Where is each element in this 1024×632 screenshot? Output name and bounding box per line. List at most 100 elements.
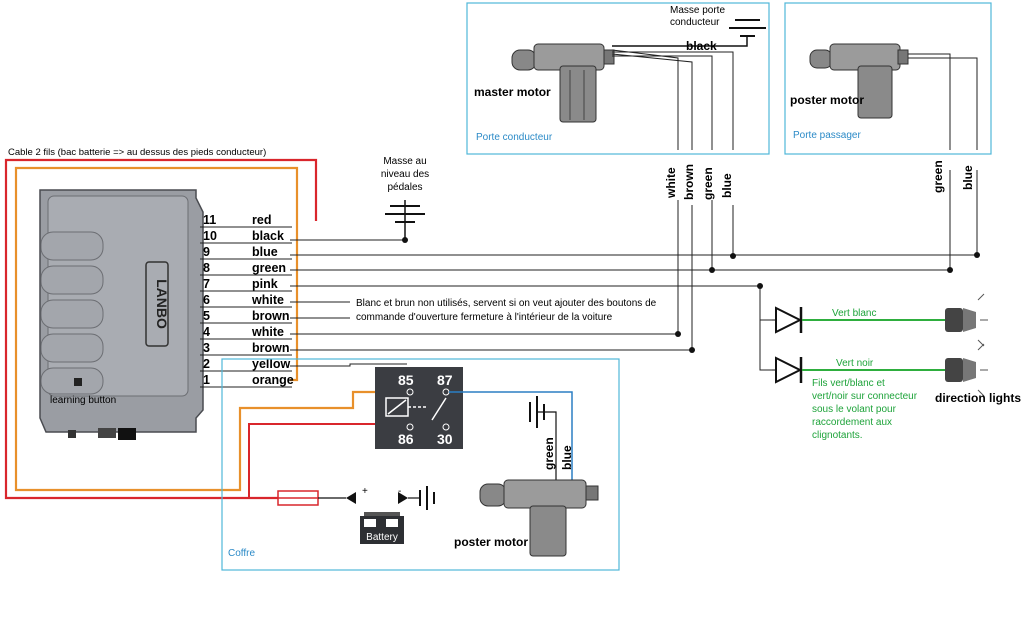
master-motor-icon — [511, 43, 615, 123]
ground-driver-line2: conducteur — [670, 17, 720, 28]
pin-color: pink — [252, 277, 278, 291]
connector-tab — [98, 428, 116, 438]
pin-color: green — [252, 261, 286, 275]
pin-number: 8 — [203, 261, 210, 275]
plus-sign: + — [362, 486, 368, 497]
junction-dot — [689, 347, 695, 353]
pin-color: white — [251, 325, 284, 339]
battery-icon: Battery — [360, 512, 404, 544]
pin-color: black — [252, 229, 284, 243]
module-slot — [40, 231, 104, 261]
battery-label: Battery — [366, 532, 398, 543]
battery-minus-terminal-icon — [398, 492, 408, 504]
master-motor-label: master motor — [474, 85, 551, 99]
relay-pin-30: 30 — [437, 431, 453, 447]
pin-color: brown — [252, 309, 290, 323]
connector-tab — [118, 428, 136, 440]
trunk-wire-green: green — [542, 437, 556, 470]
module-slot — [40, 299, 104, 329]
pin-color: orange — [252, 373, 294, 387]
module-slot — [40, 265, 104, 295]
connector-tab — [68, 430, 76, 438]
relay-pin-85: 85 — [398, 372, 414, 388]
driver-door-box: Porte conducteur Masse porte conducteur … — [466, 2, 770, 155]
trunk-motor-icon — [479, 479, 599, 557]
relay-pin-87: 87 — [437, 372, 453, 388]
pin-number: 1 — [203, 373, 210, 387]
ground-driver-line1: Masse porte — [670, 5, 725, 16]
learning-button — [74, 378, 82, 386]
module-slot — [40, 333, 104, 363]
unused-note-line2: commande d'ouverture fermeture à l'intér… — [356, 312, 613, 323]
wire-brown-3 — [290, 205, 693, 351]
minus-sign: - — [398, 486, 401, 497]
lamp-icon — [945, 343, 988, 397]
ground-pedal-line1: Masse au — [383, 156, 426, 167]
ground-pedal: Masse au niveau des pédales — [381, 156, 429, 243]
direction-lights-section: Vert blanc Vert noir direction lights Fi… — [772, 293, 1021, 441]
pin-number: 10 — [203, 229, 217, 243]
pin-number: 11 — [203, 213, 216, 227]
driver-wire-brown: brown — [682, 164, 696, 200]
brand-label: LANBO — [154, 279, 170, 329]
pin-color: white — [251, 293, 284, 307]
lights-note-line4: raccordement aux — [812, 417, 892, 428]
signal-wires — [290, 170, 980, 371]
driver-door-title: Porte conducteur — [476, 132, 553, 143]
junction-dot — [709, 267, 715, 273]
ground-symbol-icon — [612, 19, 766, 47]
unused-note-line1: Blanc et brun non utilisés, servent si o… — [356, 298, 657, 309]
pin-color: blue — [252, 245, 278, 259]
pin-number: 4 — [203, 325, 210, 339]
relay-pin-86: 86 — [398, 431, 414, 447]
junction-dot — [730, 253, 736, 259]
driver-wire-white: white — [664, 167, 678, 199]
relay-blue-wire — [449, 391, 573, 486]
poster-motor-icon — [809, 43, 909, 119]
lights-note-line3: sous le volant pour — [812, 404, 897, 415]
pin-number: 3 — [203, 341, 210, 355]
cable-label: Cable 2 fils (bac batterie => au dessus … — [8, 147, 266, 158]
orange-cable — [14, 166, 408, 492]
pin-number: 6 — [203, 293, 210, 307]
direction-lights-label: direction lights — [935, 391, 1021, 405]
module-slot — [40, 367, 104, 395]
pin-color: red — [252, 213, 271, 227]
learning-button-label: learning button — [50, 395, 116, 406]
driver-wire-blue: blue — [720, 173, 734, 198]
red-cable — [4, 158, 318, 500]
ground-pedal-line2: niveau des — [381, 169, 429, 180]
brand-plate — [145, 261, 169, 347]
pin-number: 2 — [203, 357, 210, 371]
battery-ground-icon — [408, 486, 435, 510]
lamp-icon — [945, 293, 988, 347]
junction-dot — [675, 331, 681, 337]
battery-plus-terminal-icon — [346, 492, 356, 504]
passenger-door-box: Porte passager poster motor — [784, 2, 992, 155]
driver-black-label: black — [686, 39, 717, 53]
pin-number: 9 — [203, 245, 210, 259]
passenger-wire-blue: blue — [961, 165, 975, 190]
trunk-wire-blue: blue — [560, 445, 574, 470]
trunk-title: Coffre — [228, 548, 255, 559]
passenger-motor-label: poster motor — [790, 93, 864, 107]
trunk-motor-label: poster motor — [454, 535, 528, 549]
junction-dot — [947, 267, 953, 273]
diode-icon — [772, 306, 803, 334]
passenger-door-title: Porte passager — [793, 130, 861, 141]
control-module: LANBO learning button — [39, 189, 204, 440]
lights-note-line1: Fils vert/blanc et — [812, 378, 885, 389]
junction-dot — [757, 283, 763, 289]
passenger-wire-green: green — [931, 160, 945, 193]
vert-blanc-label: Vert blanc — [832, 308, 876, 319]
relay-icon: 85 87 86 30 — [375, 367, 463, 449]
ground-pedal-line3: pédales — [387, 182, 422, 193]
trunk-box: Coffre 85 87 86 30 green blue — [221, 358, 620, 571]
junction-dot — [974, 252, 980, 258]
pin-color: yellow — [252, 357, 290, 371]
ground-symbol-icon — [385, 200, 425, 243]
wire-pink-7 — [290, 285, 772, 371]
pin-number: 7 — [203, 277, 210, 291]
